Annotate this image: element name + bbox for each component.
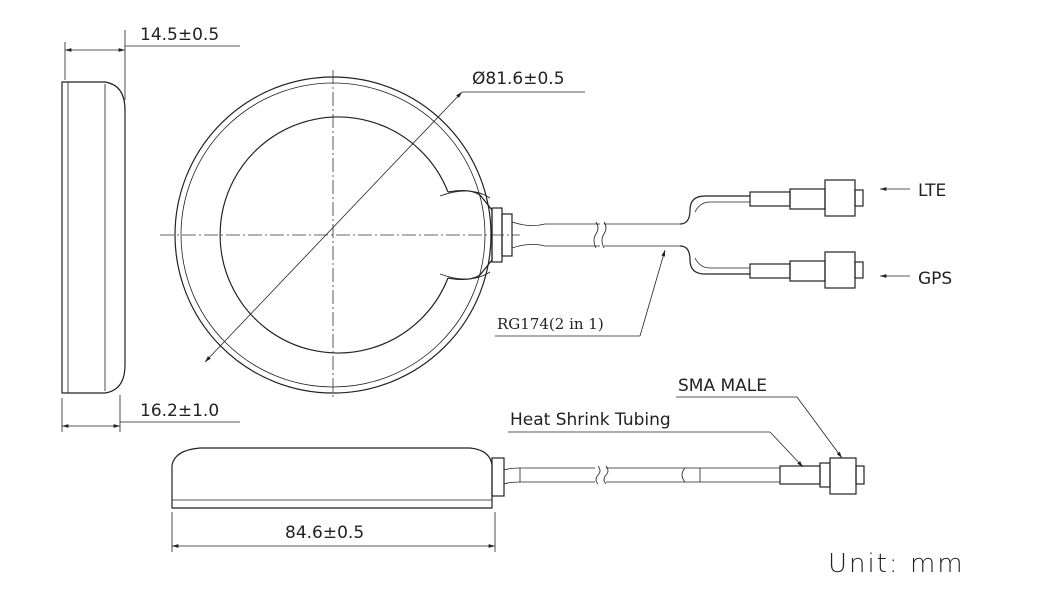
cable-label: RG174(2 in 1) bbox=[497, 315, 604, 333]
front-view: 84.6±0.5 SMA MALE Heat Shrink Tubing bbox=[171, 376, 865, 552]
height-dimension: 16.2±1.0 bbox=[140, 401, 219, 421]
side-view: 14.5±0.5 16.2±1.0 bbox=[61, 25, 240, 432]
gps-label: GPS bbox=[918, 269, 952, 289]
side-width-dimension: 14.5±0.5 bbox=[140, 25, 219, 45]
diameter-dimension: Ø81.6±0.5 bbox=[472, 69, 565, 89]
unit-label: Unit: mm bbox=[828, 549, 965, 579]
connector-label: SMA MALE bbox=[678, 376, 767, 396]
top-view: Ø81.6±0.5 LTE GPS RG174(2 in 1) bbox=[160, 69, 952, 400]
tubing-label: Heat Shrink Tubing bbox=[510, 410, 671, 430]
lte-label: LTE bbox=[918, 181, 946, 201]
length-dimension: 84.6±0.5 bbox=[285, 523, 364, 543]
